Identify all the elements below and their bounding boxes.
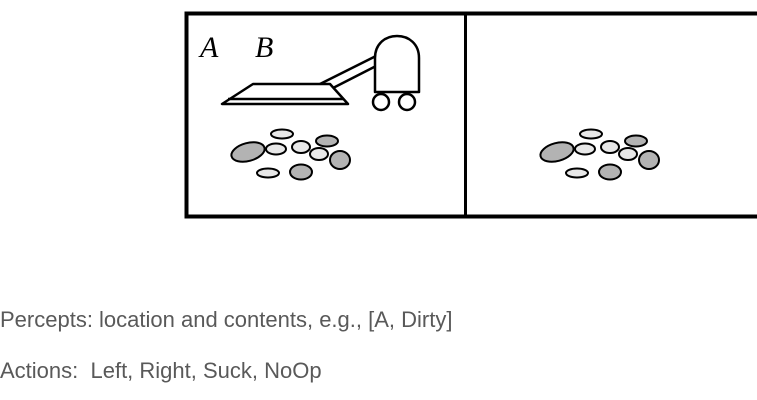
actions-text: Actions: Left, Right, Suck, NoOp <box>0 358 322 383</box>
vacuum-world-diagram: A B <box>184 11 757 219</box>
vacuum-cleaner-icon <box>220 34 421 112</box>
percepts-text: Percepts: location and contents, e.g., [… <box>0 307 453 332</box>
world-outline <box>184 11 757 219</box>
room-label-b: B <box>255 31 273 64</box>
dirt-pile-icon <box>539 128 660 181</box>
room-label-a: A <box>198 31 219 64</box>
dirt-pile-icon <box>230 128 351 181</box>
